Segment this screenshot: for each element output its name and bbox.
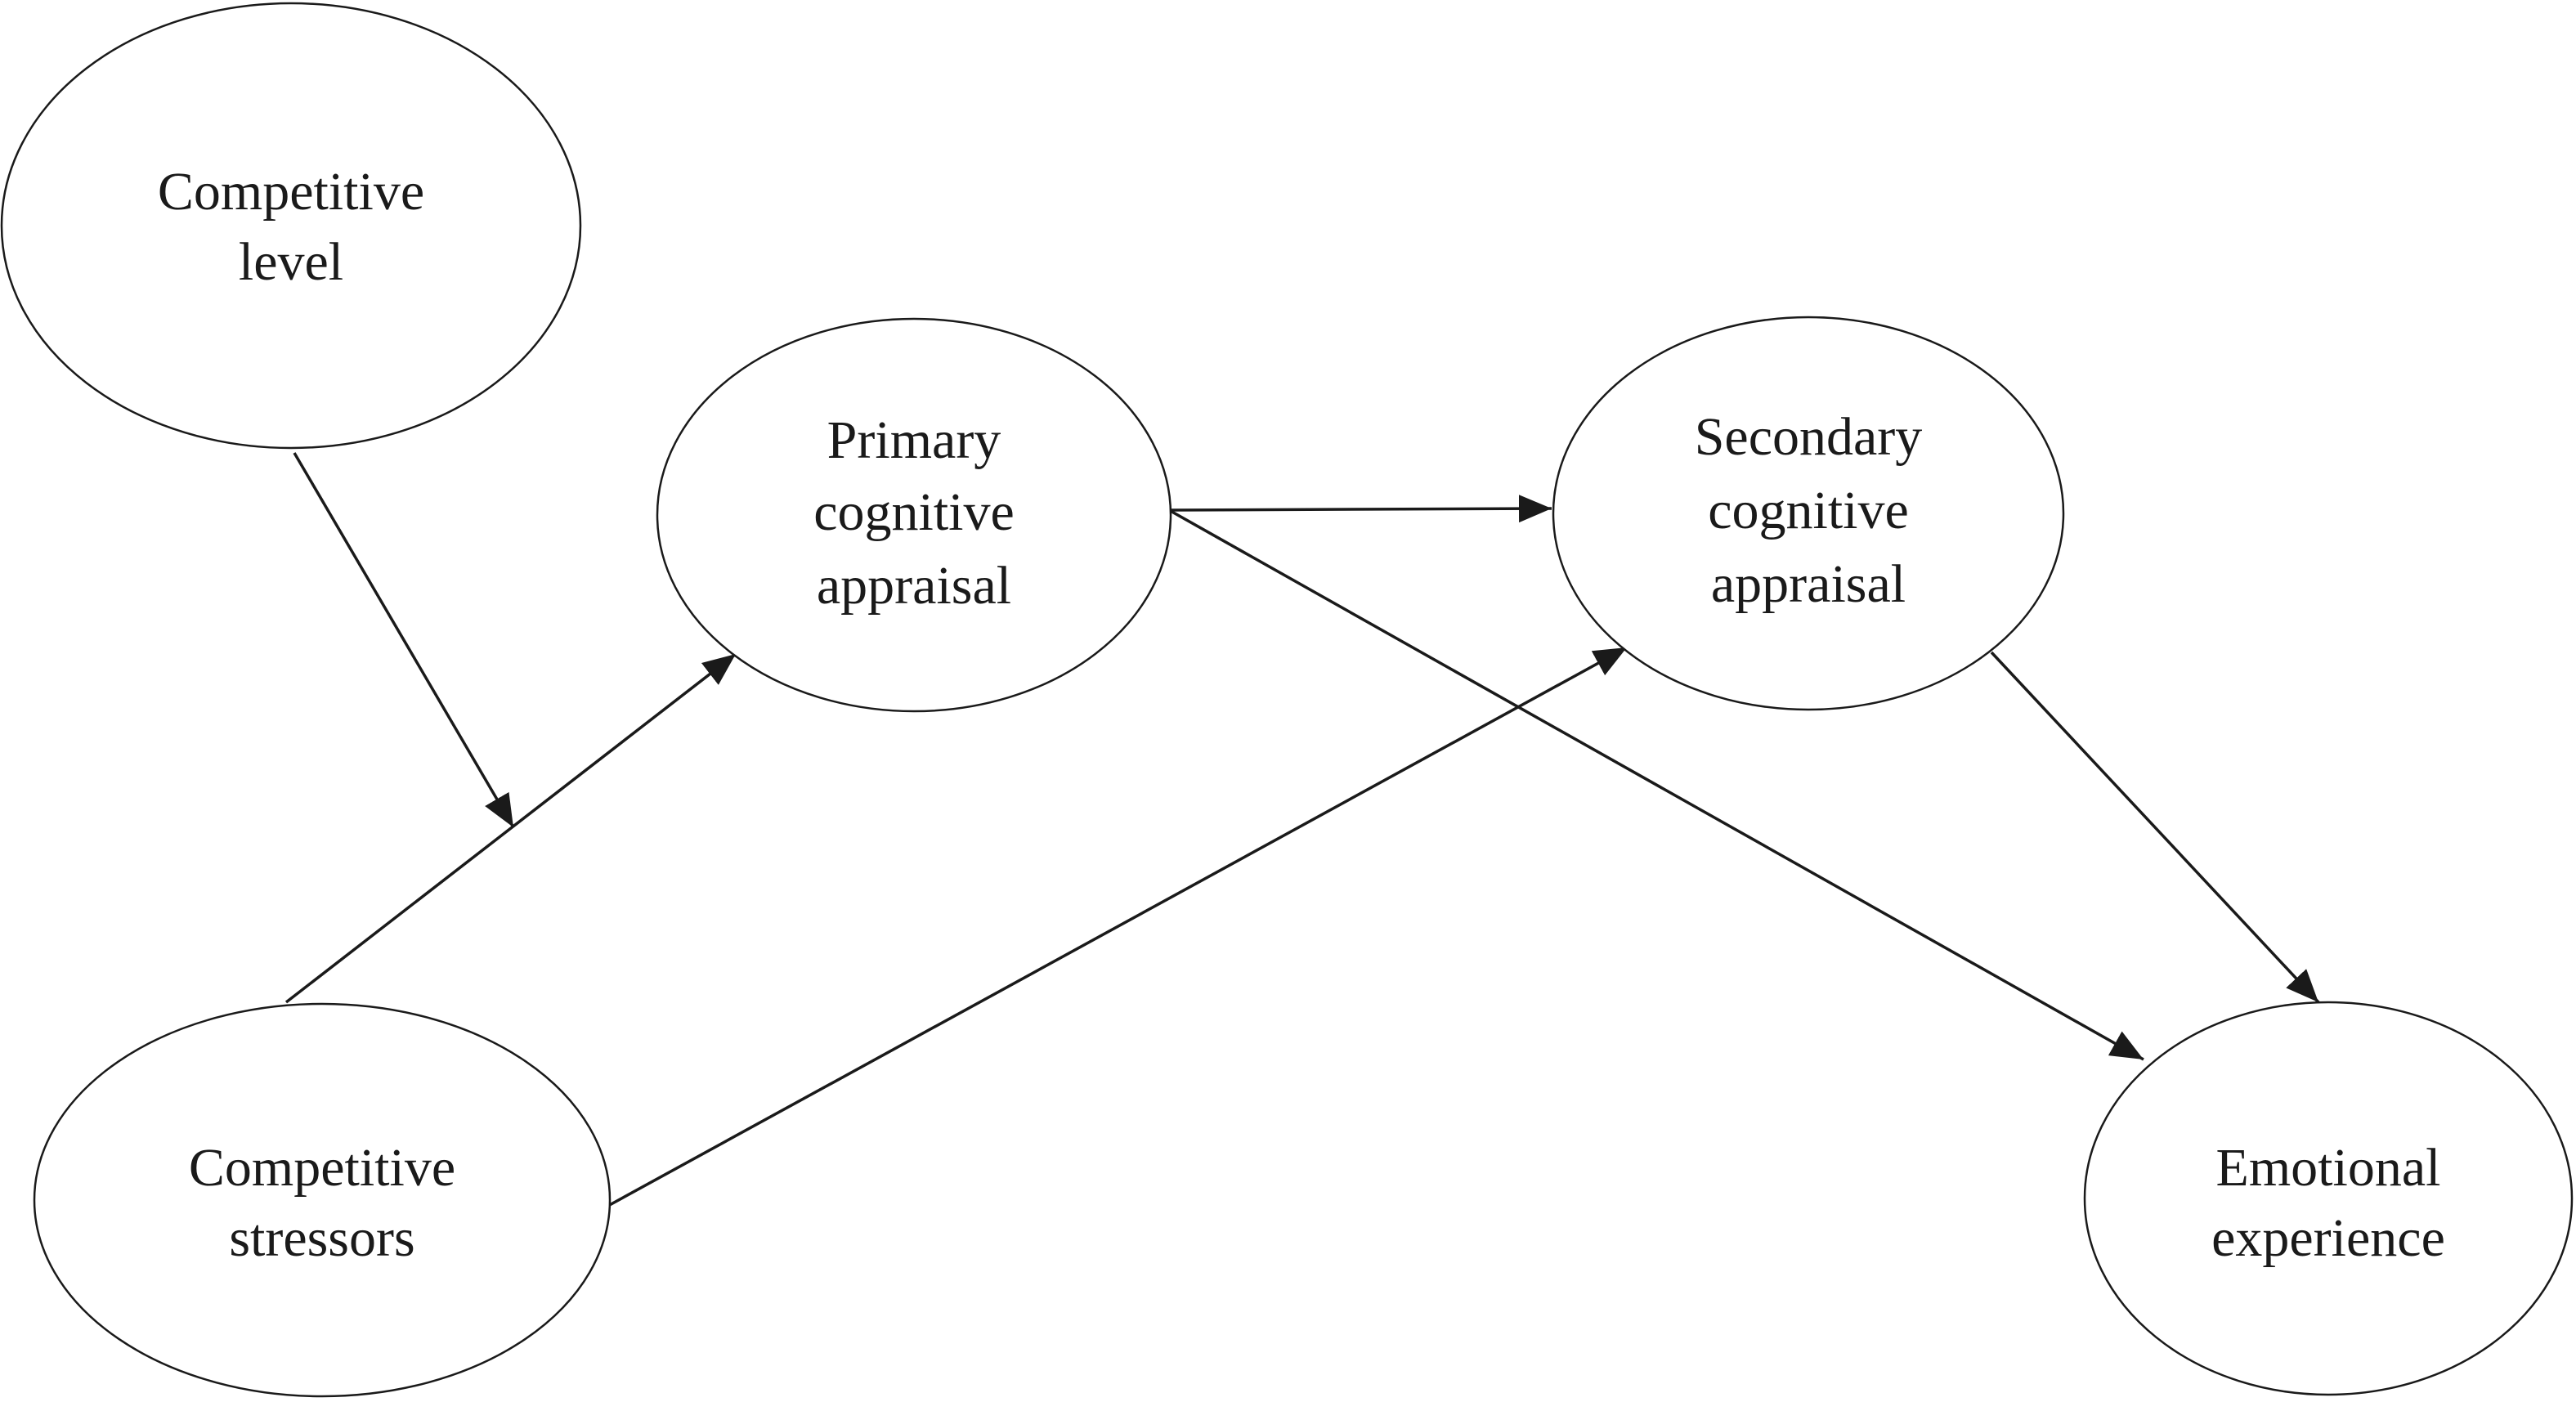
node-secondary-appraisal-shape	[1552, 316, 2065, 711]
arrow-stressors-to-primary	[284, 652, 737, 1004]
node-competitive-level: Competitive level	[0, 2, 582, 450]
node-competitive-stressors-line2: stressors	[229, 1208, 414, 1268]
arrow-level-to-stressor-path	[293, 452, 515, 828]
node-emotional-experience-line2: experience	[2211, 1208, 2445, 1268]
node-secondary-appraisal-line2: cognitive	[1708, 481, 1909, 540]
node-competitive-stressors-line1: Competitive	[189, 1138, 455, 1198]
arrow-stressors-to-secondary	[606, 646, 1628, 1208]
node-competitive-stressors: Competitive stressors	[33, 1002, 612, 1398]
node-secondary-appraisal-line1: Secondary	[1695, 407, 1923, 467]
node-emotional-experience: Emotional experience	[2083, 1001, 2574, 1396]
node-primary-appraisal-shape	[656, 317, 1172, 713]
node-secondary-appraisal-line3: appraisal	[1711, 554, 1906, 614]
node-primary-appraisal: Primary cognitive appraisal	[656, 317, 1172, 713]
node-secondary-appraisal: Secondary cognitive appraisal	[1552, 316, 2065, 711]
arrow-primary-to-secondary	[1168, 495, 1552, 523]
node-competitive-level-line2: level	[239, 232, 343, 292]
arrow-primary-to-emotional	[1168, 508, 2144, 1061]
node-primary-appraisal-line1: Primary	[827, 410, 1001, 470]
node-competitive-level-line1: Competitive	[158, 162, 424, 222]
arrow-secondary-to-emotional	[1990, 651, 2320, 1004]
node-competitive-stressors-shape	[33, 1002, 612, 1398]
node-emotional-experience-line1: Emotional	[2216, 1138, 2441, 1198]
node-primary-appraisal-line3: appraisal	[817, 556, 1011, 616]
node-competitive-level-shape	[0, 2, 582, 450]
node-emotional-experience-shape	[2083, 1001, 2574, 1396]
node-primary-appraisal-line2: cognitive	[813, 482, 1015, 542]
